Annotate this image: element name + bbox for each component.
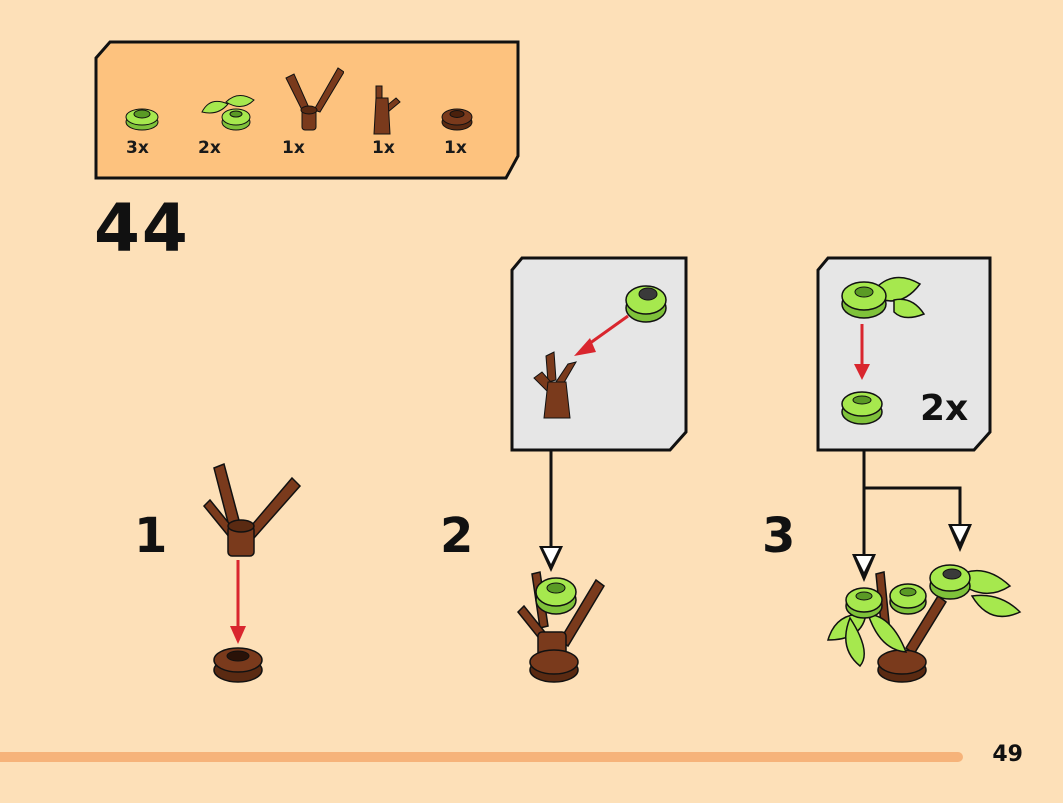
substep-label: 2: [440, 508, 474, 564]
substep3-illustration: [827, 564, 1022, 683]
part-qty: 2x: [198, 138, 221, 158]
page-number: 49: [992, 742, 1023, 767]
lime-leaf-plant-icon: [201, 95, 255, 131]
callout3-frame: [816, 256, 992, 452]
callout-box-substep3: 2x: [816, 256, 994, 452]
part-qty: 3x: [126, 138, 149, 158]
part-qty: 1x: [372, 138, 395, 158]
callout-box-substep2: [510, 256, 688, 452]
footer-progress-bar: [0, 752, 963, 762]
part-qty: 1x: [444, 138, 467, 158]
parts-list-box: 3x 2x 1x 1x 1x: [94, 40, 520, 180]
substep1-illustration: [202, 462, 302, 683]
substep-label: 1: [134, 508, 168, 564]
substep-label: 3: [762, 508, 796, 564]
round-brown-plate-icon: [441, 108, 473, 131]
substep2-illustration: [516, 571, 605, 683]
brown-forked-branch-icon: [285, 67, 344, 131]
brown-short-branch-icon: [373, 85, 401, 135]
round-lime-plate-icon: [125, 108, 159, 131]
callout2-arrow: [539, 450, 563, 572]
red-arrow-head: [230, 626, 246, 644]
part-qty: 1x: [282, 138, 305, 158]
step-number: 44: [94, 190, 190, 267]
callout3-arrows: [852, 450, 972, 582]
callout-multiplier: 2x: [920, 388, 969, 429]
